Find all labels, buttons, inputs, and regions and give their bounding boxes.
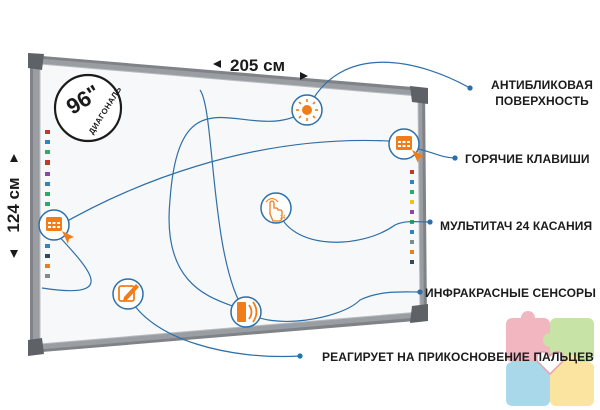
callout-line bbox=[199, 89, 246, 313]
feature-label-infrared: ИНФРАКРАСНЫЕ СЕНСОРЫ bbox=[425, 286, 596, 300]
pen-touch-icon bbox=[112, 278, 144, 310]
keypad-icon bbox=[38, 209, 74, 244]
feature-label-antiglare: АНТИБЛИКОВАЯ ПОВЕРХНОСТЬ bbox=[491, 78, 593, 108]
callout-line bbox=[168, 109, 308, 313]
width-label: 205 см bbox=[230, 56, 286, 75]
infrared-sensor-icon bbox=[230, 296, 262, 328]
frame-corner bbox=[28, 338, 44, 356]
puzzle-logo bbox=[506, 311, 594, 406]
callout-line bbox=[247, 289, 423, 322]
multitouch-icon: 24 bbox=[260, 192, 292, 224]
frame-corner bbox=[28, 53, 44, 70]
feature-label-multitouch: МУЛЬТИТАЧ 24 КАСАНИЯ bbox=[440, 219, 593, 233]
callout-line bbox=[277, 209, 433, 243]
frame-corner bbox=[410, 304, 428, 323]
left-hotkey-strip bbox=[45, 130, 50, 278]
callout-line bbox=[41, 231, 92, 292]
height-label: 124 см bbox=[4, 177, 23, 233]
feature-label-hotkeys: ГОРЯЧИЕ КЛАВИШИ bbox=[465, 152, 590, 166]
feature-label-finger-touch: РЕАГИРУЕТ НА ПРИКОСНОВЕНИЕ ПАЛЬЦЕВ bbox=[322, 350, 594, 364]
height-dimension bbox=[10, 154, 18, 258]
callout-lines bbox=[41, 61, 473, 359]
callout-line bbox=[306, 61, 473, 111]
multitouch-badge-text: 24 bbox=[280, 215, 286, 221]
diagonal-badge bbox=[53, 73, 123, 143]
frame-corner bbox=[410, 86, 428, 104]
sun-icon bbox=[291, 94, 323, 126]
width-dimension bbox=[213, 60, 308, 80]
callout-line bbox=[127, 294, 303, 359]
callout-line bbox=[54, 139, 406, 229]
keypad-icon bbox=[388, 128, 424, 163]
